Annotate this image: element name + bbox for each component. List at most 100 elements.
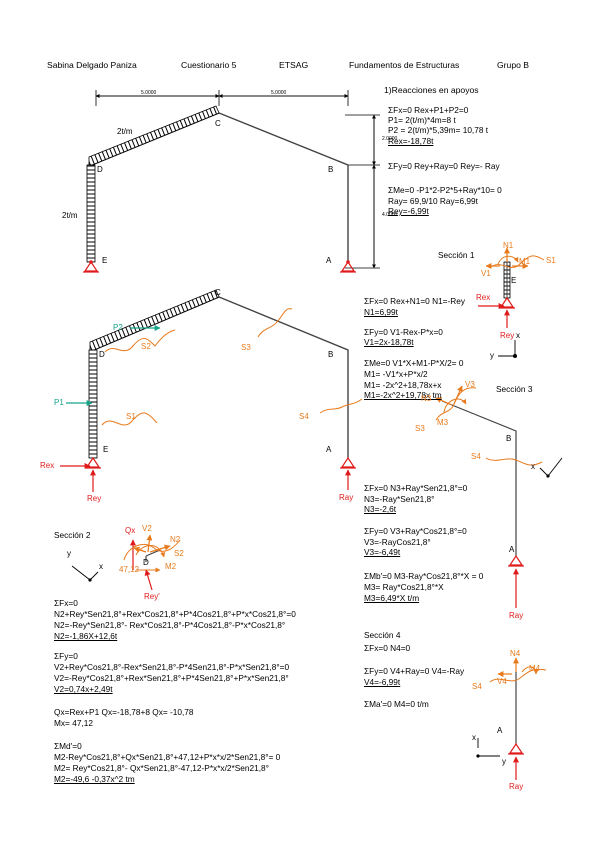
s2-mx-value: 47,12 <box>119 565 140 574</box>
seccion-1-line: M1= -V1*x+P*x/2 <box>364 369 428 379</box>
seccion-2-title: Sección 2 <box>54 530 91 540</box>
seccion-1-line: ΣMe=0 V1*X+M1-P*X/2= 0 <box>364 358 464 368</box>
s3-axis-x: x <box>531 462 535 471</box>
node-e-s1: E <box>511 276 517 285</box>
load-label-side: 2t/m <box>62 211 78 220</box>
s1-cut-label: S1 <box>546 256 556 265</box>
frame-1 <box>83 90 380 273</box>
dim-side-top: 2.0000 <box>382 136 398 142</box>
node-a-2: A <box>326 445 332 454</box>
section-3-sketch <box>435 385 563 608</box>
reacciones-line: Ray= 69,9/10 Ray=6,99t <box>388 196 478 206</box>
s2-v2: V2 <box>142 524 152 533</box>
s2-axis-y: y <box>67 549 71 558</box>
s3-m3: M3 <box>437 418 449 427</box>
s3-n3: N3 <box>421 394 432 403</box>
cut-s1: S1 <box>126 412 136 421</box>
author-name: Sabina Delgado Paniza <box>47 60 137 70</box>
s2-cut-label: S2 <box>174 549 184 558</box>
s4-axis-y: y <box>502 757 506 766</box>
seccion-4-line: ΣFy=0 V4+Ray=0 V4=-Ray <box>364 666 465 676</box>
seccion-3-result: M3=6,49*X t/m <box>364 593 420 603</box>
seccion-4-line: ΣMa'=0 M4=0 t/m <box>364 699 429 709</box>
seccion-3-result: V3=-6,49t <box>364 547 401 557</box>
seccion-1-result: V1=2x-18,78t <box>364 337 414 347</box>
seccion-2-line: ΣMd'=0 <box>54 741 82 751</box>
s2-qx: Qx <box>125 526 136 535</box>
reacciones-line: ΣMe=0 -P1*2-P2*5+Ray*10= 0 <box>388 185 502 195</box>
seccion-2-line: Mx= 47,12 <box>54 718 93 728</box>
seccion-2-line: Qx=Rex+P1 Qx=-18,78+8 Qx= -10,78 <box>54 707 194 717</box>
seccion-3-title: Sección 3 <box>496 384 533 394</box>
seccion-2-result: V2=0,74x+2,49t <box>54 684 113 694</box>
seccion-2-result: N2=-1,86X+12,6t <box>54 631 118 641</box>
seccion-2-line: V2+Rey*Cos21,8°-Rex*Sen21,8°-P*4Sen21,8°… <box>54 662 290 672</box>
reacciones-line: ΣFx=0 Rex+P1+P2=0 <box>388 105 469 115</box>
seccion-2-line: V2=-Rey*Cos21,8°+Rex*Sen21,8°+P*4Sen21,8… <box>54 673 289 683</box>
reacciones-title: 1)Reacciones en apoyos <box>384 85 479 95</box>
node-c-2: C <box>215 288 221 297</box>
node-d-1: D <box>97 165 103 174</box>
seccion-3-line: M3= Ray*Cos21,8°*X <box>364 582 444 592</box>
s3-v3: V3 <box>465 380 475 389</box>
load-p1: P1 <box>54 398 64 407</box>
seccion-3-line: N3=-Ray*Sen21,8° <box>364 494 435 504</box>
seccion-4-result: V4=-6,99t <box>364 677 401 687</box>
s3-cut-label: S3 <box>415 424 425 433</box>
seccion-4-line: ΣFx=0 N4=0 <box>364 643 411 653</box>
quiz-title: Cuestionario 5 <box>181 60 237 70</box>
seccion-2-line: M2= Rey*Cos21,8°- Qx*Sen21,8°-47,12-P*x*… <box>54 763 269 773</box>
seccion-2-line: ΣFy=0 <box>54 651 78 661</box>
s4-cut-label-b: S4 <box>472 682 482 691</box>
seccion-1-line: ΣFx=0 Rex+N1=0 N1=-Rey <box>364 296 466 306</box>
seccion-1-line: M1= -2x^2+18,78x+x <box>364 380 442 390</box>
s2-m2: M2 <box>165 562 177 571</box>
s2-n2: N2 <box>170 535 181 544</box>
frame-2 <box>60 289 363 492</box>
node-c-1: C <box>215 119 221 128</box>
reaction-rex: Rex <box>40 461 55 470</box>
seccion-3-line: ΣFy=0 V3+Ray*Cos21,8°=0 <box>364 526 467 536</box>
s1-rey: Rey <box>500 331 515 340</box>
load-p2: P2 <box>113 323 123 332</box>
dim-side-bottom: 4.0000 <box>382 212 398 218</box>
node-a-1: A <box>326 256 332 265</box>
s4-v4: V4 <box>497 677 507 686</box>
seccion-2-line: M2-Rey*Cos21,8°+Qx*Sen21,8°+47,12+P*x*x/… <box>54 752 281 762</box>
seccion-3-line: ΣMb'=0 M3-Ray*Cos21,8°*X = 0 <box>364 571 484 581</box>
node-d-2: D <box>99 350 105 359</box>
seccion-3-result: N3=-2,6t <box>364 504 397 514</box>
s4-ray: Ray <box>509 782 524 791</box>
section-4-sketch <box>476 657 547 780</box>
subject-name: Fundamentos de Estructuras <box>349 60 460 70</box>
seccion-2-result: M2=-49,6 -0,37x^2 tm <box>54 774 135 784</box>
s1-n1: N1 <box>503 241 514 250</box>
seccion-1-line: ΣFy=0 V1-Rex-P*x=0 <box>364 327 443 337</box>
seccion-2-line: ΣFx=0 <box>54 598 78 608</box>
node-e-2: E <box>103 445 109 454</box>
seccion-2-line: N2=-Rey*Sen21,8°- Rex*Cos21,8°-P*4Cos21,… <box>54 620 286 630</box>
seccion-1-title: Sección 1 <box>438 250 475 260</box>
reaction-ray: Ray <box>339 493 354 502</box>
seccion-1-result: N1=6,99t <box>364 307 398 317</box>
dim-top-left: 5.0000 <box>141 90 157 96</box>
load-label-top: 2t/m <box>117 127 133 136</box>
seccion-4-title: Sección 4 <box>364 630 401 640</box>
seccion-2-line: N2+Rey*Sen21,8°+Rex*Cos21,8°+P*4Cos21,8°… <box>54 609 296 619</box>
node-a-s3: A <box>509 545 515 554</box>
s2-rey-prime: Rey' <box>144 592 160 601</box>
reacciones-line: P1= 2(t/m)*4m=8 t <box>388 115 456 125</box>
seccion-3-line: V3=-RayCos21,8° <box>364 537 431 547</box>
s1-m1: M1 <box>519 257 531 266</box>
s1-axis-y: y <box>490 351 494 360</box>
s3-ray: Ray <box>509 611 524 620</box>
reacciones-result: Rex=-18,78t <box>388 136 434 146</box>
node-d-s2: D <box>143 558 149 567</box>
reacciones-result: Rey=-6,99t <box>388 206 429 216</box>
group-name: Grupo B <box>497 60 530 70</box>
node-b-2: B <box>328 350 334 359</box>
node-a-s4: A <box>497 726 503 735</box>
cut-s3: S3 <box>241 343 251 352</box>
s4-cut-label-a: S4 <box>471 452 481 461</box>
